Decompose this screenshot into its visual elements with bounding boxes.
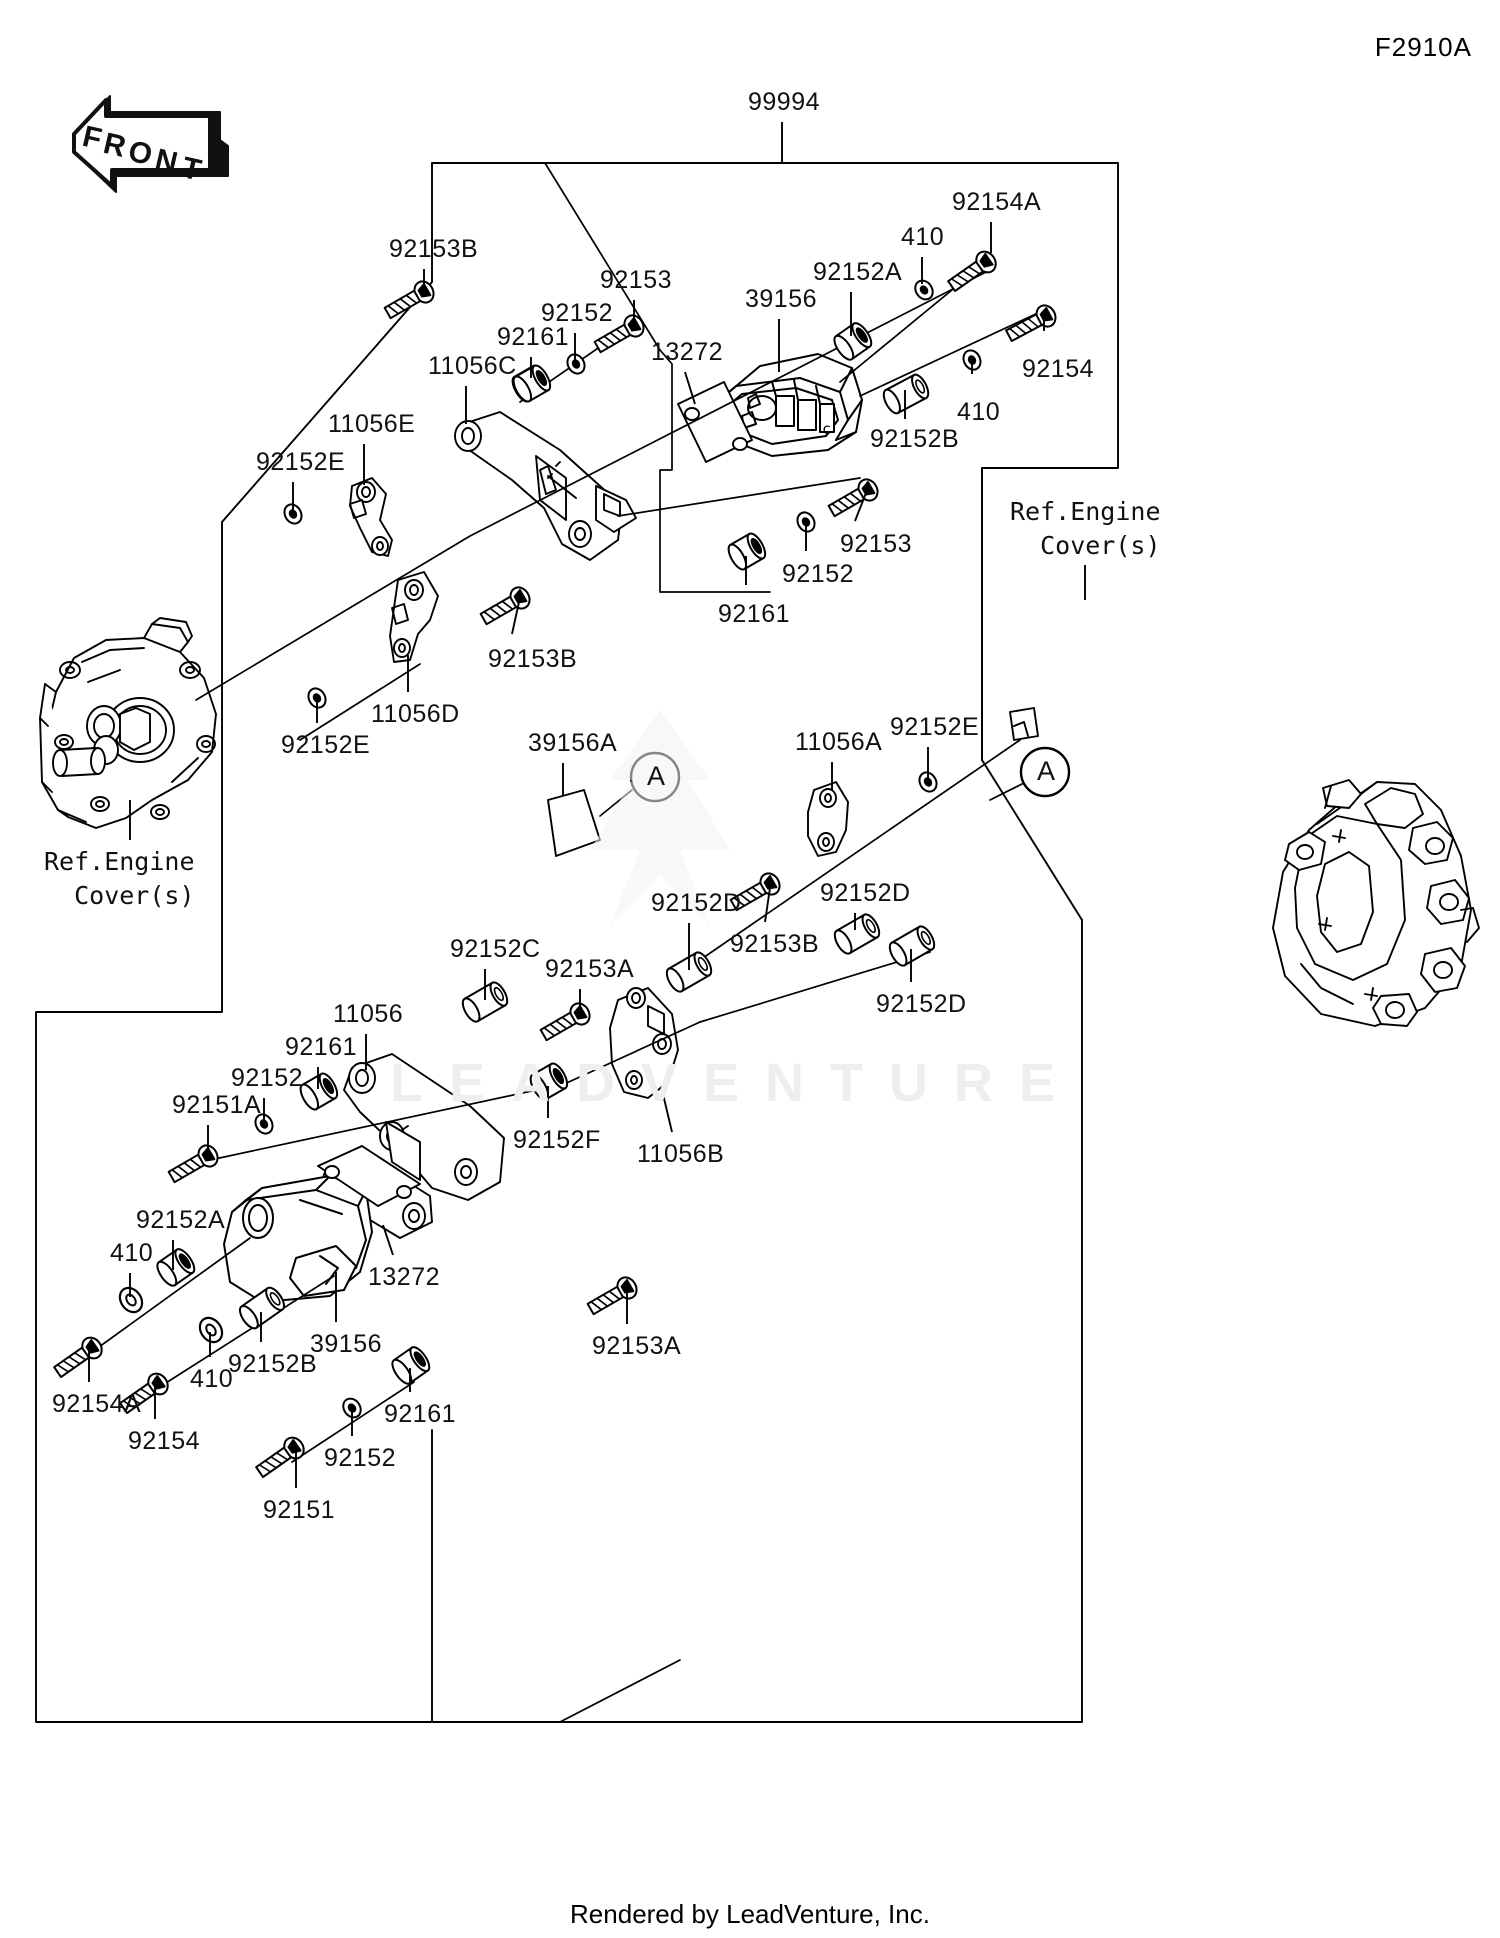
part-number-label[interactable]: 92152D [820, 879, 911, 907]
part-number-label[interactable]: 92152B [870, 425, 960, 453]
part-number-label[interactable]: 92152D [876, 990, 967, 1018]
part-number-label[interactable]: 39156A [528, 729, 618, 757]
svg-text:c: c [822, 420, 831, 438]
part-number-label[interactable]: 11056E [328, 410, 416, 438]
part-number-label[interactable]: 410 [110, 1239, 154, 1267]
rendered-by-footer: Rendered by LeadVenture, Inc. [570, 1899, 930, 1929]
leader-line [764, 887, 771, 923]
part-number-label[interactable]: 92153A [545, 955, 635, 983]
leader-line [511, 601, 520, 635]
part-number-label[interactable]: 92152E [256, 448, 346, 476]
part-number-label[interactable]: 92151A [172, 1091, 262, 1119]
part-number-label[interactable]: 410 [901, 223, 945, 251]
part-number-label[interactable]: 11056D [371, 700, 460, 728]
part-number-label[interactable]: 92154 [128, 1427, 201, 1455]
leadventure-flame-watermark [560, 700, 760, 930]
part-number-label[interactable]: 92154A [52, 1390, 142, 1418]
part-number-label[interactable]: 92153A [592, 1332, 682, 1360]
leader-line [684, 371, 696, 405]
part-number-label[interactable]: 92152 [541, 299, 614, 327]
part-number-label[interactable]: 410 [957, 398, 1001, 426]
part-number-label[interactable]: 11056B [637, 1140, 725, 1168]
part-number-label[interactable]: 92161 [285, 1033, 358, 1061]
part-number-label[interactable]: 92152A [813, 258, 903, 286]
part-number-label[interactable]: 92153 [840, 530, 913, 558]
leader-line [661, 1089, 673, 1133]
diagram-code: F2910A [1374, 32, 1472, 62]
part-number-label[interactable]: 11056A [795, 728, 883, 756]
part-number-label[interactable]: 410 [190, 1365, 234, 1393]
part-number-label[interactable]: 13272 [368, 1263, 441, 1291]
leader-line [382, 1224, 394, 1256]
part-number-label[interactable]: 92153B [389, 235, 479, 263]
callout-marker-a[interactable]: A [647, 761, 666, 791]
part-number-label[interactable]: 92152 [782, 560, 855, 588]
part-number-label[interactable]: 92161 [384, 1400, 457, 1428]
leader-line [854, 492, 867, 522]
part-number-label[interactable]: 92151 [263, 1496, 336, 1524]
part-number-label[interactable]: 92154A [952, 188, 1042, 216]
part-number-label[interactable]: 92152C [450, 935, 541, 963]
part-number-label[interactable]: 92152 [324, 1444, 397, 1472]
part-number-label[interactable]: 13272 [651, 338, 724, 366]
part-number-label[interactable]: 92161 [718, 600, 791, 628]
part-number-label[interactable]: 92161 [497, 323, 570, 351]
front-direction-indicator: F R O N T [60, 78, 240, 208]
part-number-label[interactable]: 39156 [310, 1330, 383, 1358]
part-number-label[interactable]: 92152E [281, 731, 371, 759]
ref-engine-cover-note[interactable]: Ref.Engine Cover(s) [44, 847, 195, 910]
part-number-label[interactable]: 92152B [228, 1350, 318, 1378]
part-number-label[interactable]: 92154 [1022, 355, 1095, 383]
callout-marker-a[interactable]: A [1037, 756, 1056, 786]
part-number-label[interactable]: 11056C [428, 352, 517, 380]
part-number-label[interactable]: 92152E [890, 713, 980, 741]
part-number-label[interactable]: 92152 [231, 1064, 304, 1092]
part-number-label[interactable]: 92152A [136, 1206, 226, 1234]
part-number-label[interactable]: 92153B [488, 645, 578, 673]
ref-engine-cover-note[interactable]: Ref.Engine Cover(s) [1010, 497, 1161, 560]
part-number-label[interactable]: 11056 [333, 1000, 404, 1028]
part-number-label[interactable]: 39156 [745, 285, 818, 313]
front-arrow-icon: F R O N T [72, 95, 229, 193]
part-number-label[interactable]: 92153B [730, 930, 820, 958]
part-number-label[interactable]: 92152F [513, 1126, 601, 1154]
part-number-label[interactable]: 92153 [600, 266, 673, 294]
part-number-label[interactable]: 99994 [748, 88, 821, 116]
leadventure-watermark: LEADVENTURE [390, 1053, 1082, 1113]
part-number-label[interactable]: 92152D [651, 889, 742, 917]
